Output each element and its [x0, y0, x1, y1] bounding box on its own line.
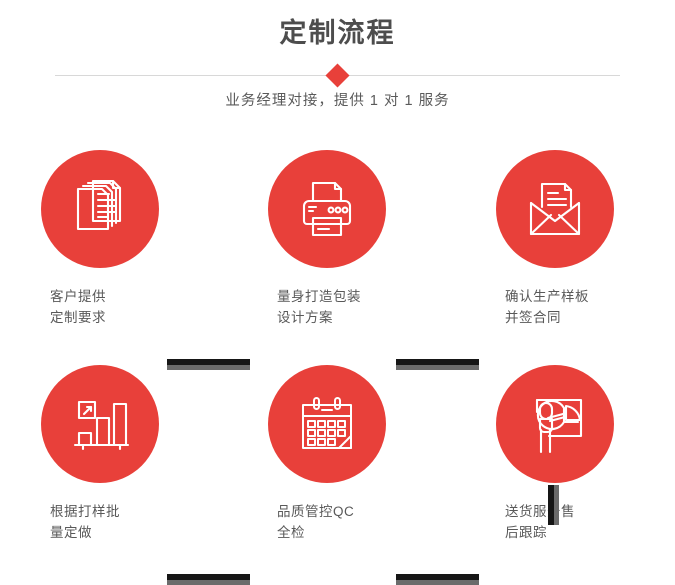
- flow-step-3-label-line2: 并签合同: [505, 310, 561, 325]
- documents-stack-icon: [68, 177, 132, 241]
- page-title: 定制流程: [279, 18, 396, 48]
- flow-step-1[interactable]: 客户提供 定制要求: [10, 150, 190, 328]
- flow-step-4-label: 根据打样批 量定做: [50, 483, 150, 543]
- printer-icon: [295, 177, 359, 241]
- flow-step-4-label-line2: 量定做: [50, 525, 92, 540]
- flow-step-3[interactable]: 确认生产样板 并签合同: [465, 150, 645, 328]
- process-flow: 客户提供 定制要求: [0, 150, 675, 585]
- flow-row-bottom: 根据打样批 量定做: [0, 365, 675, 565]
- page-subtitle: 业务经理对接，提供 1 对 1 服务: [225, 93, 450, 109]
- flow-step-3-circle[interactable]: [496, 150, 614, 268]
- connector-bar: [167, 359, 250, 365]
- flow-step-1-circle[interactable]: [41, 150, 159, 268]
- flow-step-6-label-line1: 送货服务售: [505, 504, 575, 519]
- connector-3-6: [548, 485, 559, 525]
- flow-step-3-label-line1: 确认生产样板: [505, 289, 589, 304]
- connector-1-2: [167, 359, 250, 370]
- presentation-person-icon: [523, 392, 587, 456]
- flow-step-5-label-line2: 全检: [277, 525, 305, 540]
- flow-step-2-circle[interactable]: [268, 150, 386, 268]
- envelope-letter-icon: [523, 177, 587, 241]
- connector-5-6: [396, 574, 479, 585]
- connector-2-3: [396, 359, 479, 370]
- flow-step-6-label-line2: 后跟踪: [505, 525, 547, 540]
- connector-bar: [548, 485, 554, 525]
- connector-shadow: [167, 580, 250, 585]
- flow-step-5-label: 品质管控QC 全检: [277, 483, 377, 543]
- flow-step-4[interactable]: 根据打样批 量定做: [10, 365, 190, 543]
- connector-shadow: [167, 365, 250, 370]
- page-header: 定制流程 业务经理对接，提供 1 对 1 服务: [0, 0, 675, 112]
- connector-4-5: [167, 574, 250, 585]
- flow-row-top: 客户提供 定制要求: [0, 150, 675, 350]
- divider: [0, 62, 675, 88]
- flow-step-5[interactable]: 品质管控QC 全检: [237, 365, 417, 543]
- connector-shadow: [554, 485, 559, 525]
- flow-step-5-label-line1: 品质管控QC: [277, 504, 355, 519]
- flow-step-1-label: 客户提供 定制要求: [50, 268, 150, 328]
- flow-step-2-label-line2: 设计方案: [277, 310, 333, 325]
- flow-step-1-label-line2: 定制要求: [50, 310, 106, 325]
- flow-step-2-label-line1: 量身打造包装: [277, 289, 361, 304]
- flow-step-4-circle[interactable]: [41, 365, 159, 483]
- diamond-icon: [325, 62, 350, 88]
- flow-step-5-circle[interactable]: [268, 365, 386, 483]
- calendar-icon: [295, 392, 359, 456]
- flow-step-2[interactable]: 量身打造包装 设计方案: [237, 150, 417, 328]
- connector-bar: [396, 359, 479, 365]
- flow-step-1-label-line1: 客户提供: [50, 289, 106, 304]
- flow-step-2-label: 量身打造包装 设计方案: [277, 268, 377, 328]
- bar-chart-growth-icon: [68, 392, 132, 456]
- flow-step-6-circle[interactable]: [496, 365, 614, 483]
- flow-step-3-label: 确认生产样板 并签合同: [505, 268, 605, 328]
- connector-shadow: [396, 580, 479, 585]
- connector-shadow: [396, 365, 479, 370]
- flow-step-4-label-line1: 根据打样批: [50, 504, 120, 519]
